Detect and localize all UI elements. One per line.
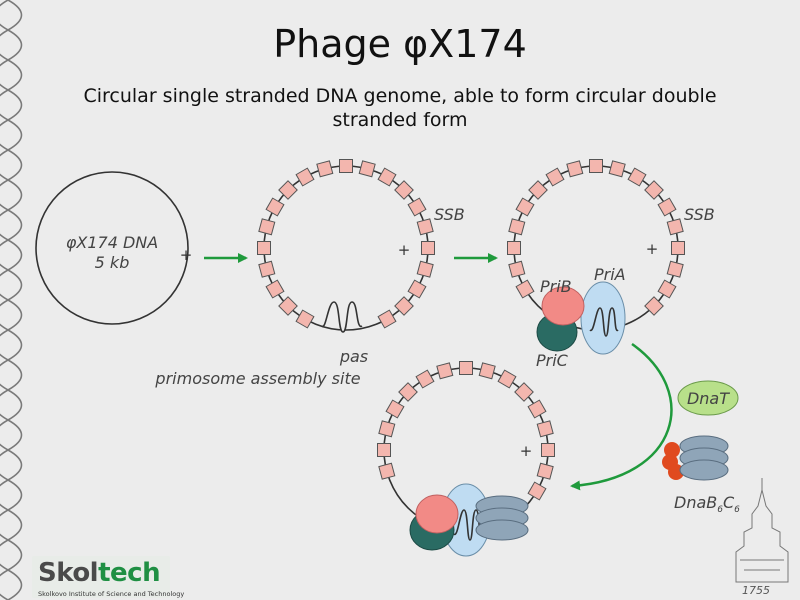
- plus-strand-label-4: +: [520, 442, 533, 460]
- ssb-protein: [378, 310, 396, 328]
- ssb-protein: [317, 161, 333, 177]
- ssb-protein: [516, 280, 534, 298]
- ssb-protein: [460, 362, 473, 375]
- ssb-protein: [509, 261, 525, 277]
- ssb-protein: [672, 242, 685, 255]
- ssb-protein: [266, 198, 284, 216]
- ssb-protein: [379, 463, 395, 479]
- ssb-protein: [408, 198, 426, 216]
- ssb-protein: [567, 161, 583, 177]
- ssb-protein: [658, 280, 676, 298]
- ssb-label-2: SSB: [684, 205, 715, 224]
- ssb-protein: [378, 444, 391, 457]
- ssb-protein: [628, 168, 646, 186]
- ssb-protein: [508, 242, 521, 255]
- plus-strand-label-2: +: [398, 241, 411, 259]
- ssb-protein: [386, 400, 404, 418]
- skoltech-logo: Skoltech Skolkovo Institute of Science a…: [32, 556, 170, 598]
- ssb-protein: [546, 168, 564, 186]
- dnab-dnac-complex: [662, 436, 728, 480]
- ssb-protein: [658, 198, 676, 216]
- ssb-protein: [590, 160, 603, 173]
- genome-label-line1: φX174 DNA: [66, 233, 158, 252]
- dnab-hexamer-bound: [476, 496, 528, 540]
- ssb-protein: [528, 400, 546, 418]
- ssb-protein: [667, 219, 683, 235]
- ssb-protein: [416, 370, 434, 388]
- dnab6c6-label: DnaB6C6: [674, 493, 740, 515]
- ssb-protein: [498, 370, 516, 388]
- ssb-protein: [378, 168, 396, 186]
- ssb-protein: [537, 463, 553, 479]
- ssb-protein: [516, 198, 534, 216]
- arrow-stage3-to-stage4: [572, 344, 671, 486]
- plus-strand-label-3: +: [646, 240, 659, 258]
- ssb-protein: [542, 444, 555, 457]
- ssb-protein: [340, 160, 353, 173]
- genome-label-line2: 5 kb: [95, 253, 130, 272]
- ssb-proteins-3: [378, 362, 555, 500]
- seal-year: 1755: [742, 584, 770, 597]
- pria-label: PriA: [594, 265, 626, 284]
- prib-protein-2: [416, 495, 458, 533]
- ssb-protein: [537, 421, 553, 437]
- university-seal-drawing: [736, 478, 788, 582]
- logo-wordmark: Skoltech: [38, 558, 160, 588]
- pas-label: pas: [339, 347, 368, 366]
- primosome-site-label: primosome assembly site: [154, 369, 360, 388]
- dnat-label: DnaT: [687, 389, 730, 408]
- ssb-protein: [259, 219, 275, 235]
- logo-tagline: Skolkovo Institute of Science and Techno…: [38, 590, 184, 598]
- ssb-protein: [259, 261, 275, 277]
- ssb-protein: [266, 280, 284, 298]
- ssb-protein: [296, 310, 314, 328]
- ssb-protein: [479, 363, 495, 379]
- ssb-protein: [509, 219, 525, 235]
- ssb-protein: [609, 161, 625, 177]
- ssb-protein: [528, 482, 546, 500]
- ssb-protein: [417, 261, 433, 277]
- ssb-protein: [437, 363, 453, 379]
- ssb-protein: [417, 219, 433, 235]
- ssb-protein: [667, 261, 683, 277]
- plus-strand-label-1: +: [180, 246, 193, 264]
- ssb-protein: [408, 280, 426, 298]
- ssb-protein: [359, 161, 375, 177]
- ssb-protein: [258, 242, 271, 255]
- prib-label: PriB: [540, 277, 572, 296]
- ssb-protein: [422, 242, 435, 255]
- ssb-protein: [379, 421, 395, 437]
- pric-label: PriC: [536, 351, 569, 370]
- ssb-protein: [296, 168, 314, 186]
- ssb-label-1: SSB: [434, 205, 465, 224]
